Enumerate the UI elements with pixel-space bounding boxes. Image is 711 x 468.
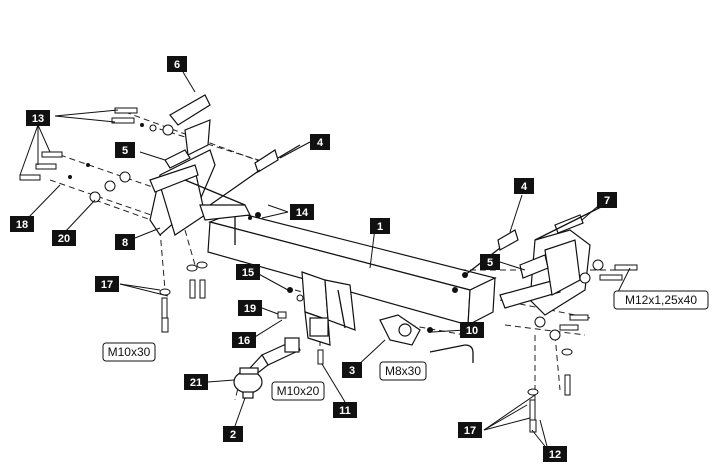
hardware-left-top <box>19 107 174 203</box>
callout-6: 6 <box>167 56 187 72</box>
callout-19: 19 <box>238 300 262 316</box>
callout-16: 16 <box>232 332 256 348</box>
svg-text:4: 4 <box>317 137 324 149</box>
callout-2: 2 <box>223 426 243 442</box>
callout-14: 14 <box>290 204 314 220</box>
callout-18: 18 <box>10 216 34 232</box>
svg-text:18: 18 <box>16 219 28 231</box>
svg-text:7: 7 <box>604 195 610 207</box>
callout-4-right: 4 <box>514 178 534 194</box>
right-side-arm <box>499 204 606 316</box>
socket-plate <box>379 314 474 363</box>
svg-text:5: 5 <box>122 145 128 157</box>
svg-text:M10x20: M10x20 <box>277 384 320 398</box>
svg-text:20: 20 <box>58 233 70 245</box>
svg-text:8: 8 <box>122 237 128 249</box>
callout-11: 11 <box>333 402 357 418</box>
hardware-right <box>452 259 638 433</box>
svg-text:17: 17 <box>101 279 113 291</box>
hardware-left-bottom <box>159 261 208 333</box>
svg-text:M10x30: M10x30 <box>108 345 151 359</box>
svg-text:13: 13 <box>32 113 44 125</box>
callout-15: 15 <box>236 264 260 280</box>
svg-text:10: 10 <box>466 325 478 337</box>
svg-text:17: 17 <box>464 425 476 437</box>
callout-1: 1 <box>370 218 390 234</box>
svg-text:2: 2 <box>230 429 236 441</box>
callout-17-left: 17 <box>95 276 119 292</box>
svg-text:3: 3 <box>349 365 355 377</box>
svg-text:1: 1 <box>377 221 383 233</box>
left-plate-4 <box>209 144 301 206</box>
svg-text:11: 11 <box>339 405 351 417</box>
hardware-center <box>248 212 433 365</box>
callout-20: 20 <box>52 230 76 246</box>
callout-17-right: 17 <box>458 422 482 438</box>
callout-12: 12 <box>543 446 567 462</box>
crossbar <box>207 211 497 327</box>
svg-text:21: 21 <box>190 377 202 389</box>
callout-5-left: 5 <box>115 142 135 158</box>
size-label-m8x30: M8x30 <box>379 361 427 381</box>
size-label-m10x30: M10x30 <box>102 342 156 362</box>
size-label-m10x20: M10x20 <box>271 381 325 401</box>
svg-text:M12x1,25x40: M12x1,25x40 <box>625 293 697 307</box>
svg-text:15: 15 <box>242 267 254 279</box>
callout-4-left: 4 <box>310 134 330 150</box>
svg-text:6: 6 <box>174 59 180 71</box>
svg-text:19: 19 <box>244 303 256 315</box>
callout-7: 7 <box>597 192 617 208</box>
svg-text:14: 14 <box>296 207 309 219</box>
left-side-arm <box>149 94 251 236</box>
ball-mount <box>233 337 301 399</box>
receiver-bracket <box>301 271 356 346</box>
svg-text:4: 4 <box>521 181 528 193</box>
svg-text:16: 16 <box>238 335 250 347</box>
svg-text:5: 5 <box>487 257 493 269</box>
svg-text:12: 12 <box>549 449 561 461</box>
callout-13: 13 <box>26 110 50 126</box>
callout-8: 8 <box>115 234 135 250</box>
callout-21: 21 <box>184 374 208 390</box>
size-label-m12: M12x1,25x40 <box>613 290 709 310</box>
callout-5-right: 5 <box>480 254 500 270</box>
callout-10: 10 <box>460 322 484 338</box>
callout-3: 3 <box>342 362 362 378</box>
svg-text:M8x30: M8x30 <box>385 364 421 378</box>
